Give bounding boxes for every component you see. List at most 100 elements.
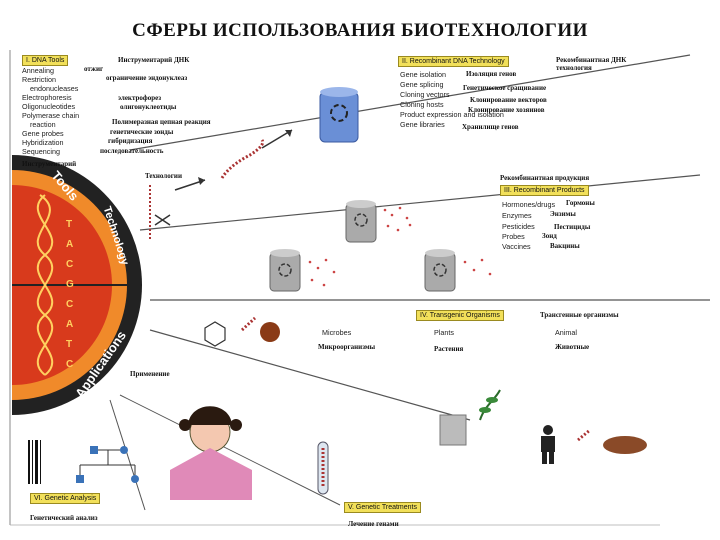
recombinant-ru: Клонирование векторов (470, 96, 547, 104)
dna-tools-item: Oligonucleotides (22, 102, 76, 111)
dna-tools-item: Polymerase chain (22, 111, 80, 120)
base-letter: T (66, 339, 73, 350)
dna-tools-ru: гибридизация (108, 137, 153, 145)
base-letter: C (66, 259, 74, 270)
dna-arrowhead (285, 130, 292, 137)
tools-arrowhead (198, 177, 205, 185)
section-analysis-label: VI. Genetic Analysis (30, 493, 101, 504)
recombinant-item: Product expression and isolation (400, 110, 504, 119)
recombinant-item: Cloning hosts (400, 100, 444, 109)
products-item: Pesticides (502, 222, 535, 231)
transgenic-ru: Растения (434, 345, 464, 353)
dna-arrow (261, 129, 293, 149)
bioreactor-gray-1 (345, 200, 377, 243)
dna-tools-ru: генетические зонды (110, 128, 174, 136)
section-transgenic-label: IV. Transgenic Organisms (416, 310, 504, 321)
dna-tools-ru: Полимеразная цепная реакция (112, 118, 211, 126)
section-treatments-label: V. Genetic Treatments (344, 502, 421, 513)
applications-ru-label: Применение (130, 370, 170, 378)
treatments-ru: Лечение генами (348, 520, 399, 528)
child-illustration (170, 406, 252, 500)
recombinant-ru: Клонирование хозяинов (468, 106, 545, 114)
products-ru: Гормоны (566, 199, 595, 207)
test-tube-icon (317, 441, 329, 495)
bioreactor-gray-3 (424, 249, 456, 292)
dna-tools-item: Electrophoresis (22, 93, 72, 102)
dna-tools-ru: последовательность (100, 147, 164, 155)
recombinant-ru: Генетическое сращивание (463, 84, 547, 92)
plant-icon (439, 389, 501, 446)
molecule-icon (204, 321, 226, 347)
dna-tools-ru: отжиг (84, 65, 104, 73)
base-letter: A (66, 319, 74, 330)
dna-tools-item: Sequencing (22, 147, 60, 156)
dna-tools-ru: Инструментарий ДНК (118, 56, 190, 64)
transgenic-item: Plants (434, 328, 454, 337)
divider-line-6 (109, 399, 146, 511)
recombinant-item: Cloning vectors (400, 90, 450, 99)
base-letter: C (66, 359, 74, 370)
microbe-cell (260, 322, 280, 342)
wheel-bases: T A C G C A T C (66, 215, 74, 375)
recombinant-item: Gene isolation (400, 70, 446, 79)
pedigree-square-2 (76, 475, 84, 483)
transgenic-ru: Животные (555, 343, 590, 351)
animal-dna-fragment (577, 428, 591, 442)
products-ru: Пестициды (554, 223, 591, 231)
dna-strand-2 (36, 194, 54, 376)
analysis-ru: Генетический анализ (30, 514, 98, 522)
base-letter: T (66, 219, 73, 230)
dna-fragment (220, 139, 265, 179)
scissors-icon (154, 214, 171, 226)
transgenic-ru: Микроорганизмы (318, 343, 376, 351)
recombinant-item: Gene libraries (400, 120, 445, 129)
pedigree-circle-2 (131, 475, 139, 483)
barcode-icon (28, 440, 41, 484)
transgenic-ru-title: Трансгенные организмы (540, 311, 619, 319)
pedigree-icon (79, 449, 136, 475)
page-title: СФЕРЫ ИСПОЛЬЗОВАНИЯ БИОТЕХНОЛОГИИ (132, 20, 588, 41)
recombinant-ru: Хранилище генов (462, 123, 519, 131)
dna-tools-item: endonucleases (30, 84, 79, 93)
tools-ru-label: Инструментарий (22, 160, 77, 168)
products-item: Probes (502, 232, 525, 241)
pedigree-circle-1 (120, 446, 128, 454)
products-ru-title: Рекомбинантная продукция (500, 174, 590, 182)
transgenic-item: Microbes (322, 328, 352, 337)
transgenic-dna-fragment (240, 316, 257, 332)
dna-tools-item: Hybridization (22, 138, 64, 147)
divider-line-4 (149, 329, 471, 421)
products-ru: Вакцины (550, 242, 580, 250)
transgenic-item: Animal (555, 328, 577, 337)
section-dna-tools-label: I. DNA Tools (22, 55, 69, 66)
dna-tools-item: reaction (30, 120, 56, 129)
pedigree-square-1 (90, 446, 98, 454)
divider-line-2 (139, 174, 701, 231)
dna-tools-ru: ограничение эндонуклеаз (106, 74, 188, 82)
divider-line-1 (129, 54, 691, 151)
recombinant-item: Gene splicing (400, 80, 444, 89)
products-ru: Зонд (542, 232, 557, 240)
spray-particles (308, 206, 492, 287)
base-letter: G (66, 279, 74, 290)
products-item: Vaccines (502, 242, 531, 251)
products-item: Enzymes (502, 211, 532, 220)
dna-tools-item: Restriction (22, 75, 56, 84)
recombinant-ru-title: Рекомбинантная ДНК технология (556, 56, 627, 72)
recombinant-ru: Изоляция генов (466, 70, 517, 78)
divider-line-5 (119, 394, 341, 506)
products-ru: Энзимы (550, 210, 576, 218)
base-letter: C (66, 299, 74, 310)
bioreactor-gray-2 (269, 249, 301, 292)
person-icon (541, 425, 555, 464)
dna-tools-item: Gene probes (22, 129, 64, 138)
technology-ru-label: Технологии (145, 172, 182, 180)
section-products-label: III. Recombinant Products (500, 185, 589, 196)
dna-tools-ru: олигонуклеотиды (120, 103, 177, 111)
section-recombinant-label: II. Recombinant DNA Technology (398, 56, 509, 67)
dna-tools-item: Annealing (22, 66, 54, 75)
dna-tools-ru: электрофорез (118, 94, 162, 102)
base-letter: A (66, 239, 74, 250)
